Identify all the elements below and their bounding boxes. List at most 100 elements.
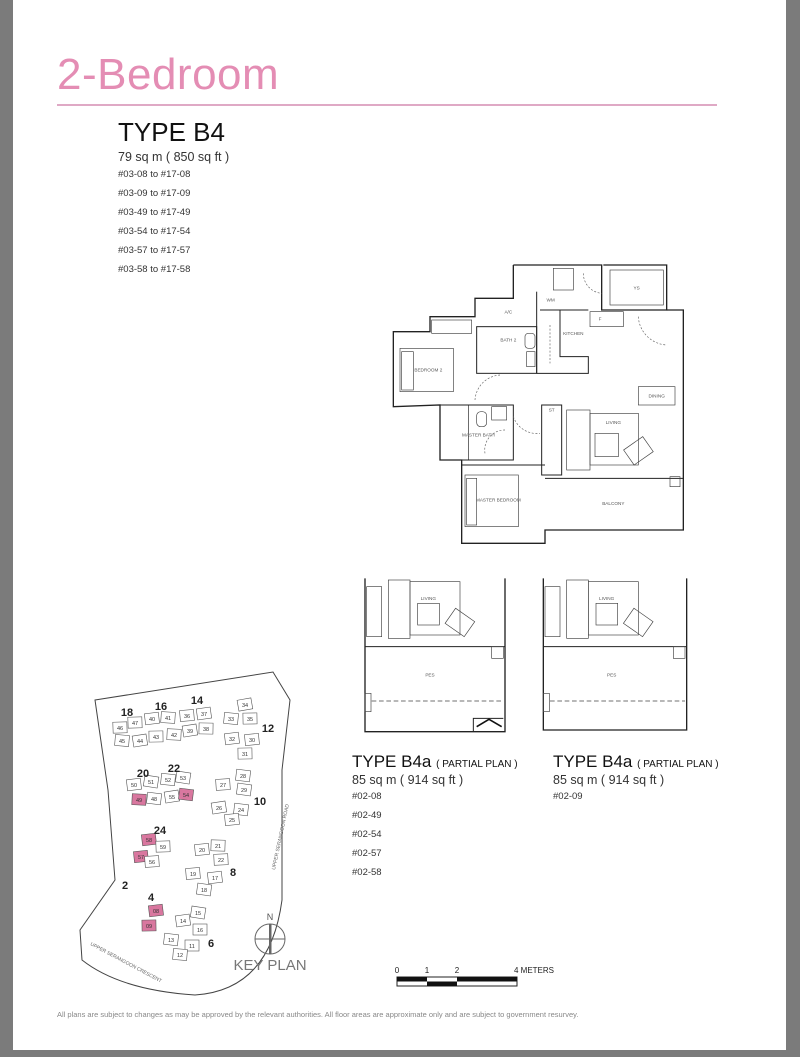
svg-text:26: 26	[216, 806, 222, 812]
svg-text:50: 50	[131, 783, 137, 789]
unit-list: #03-08 to #17-08 #03-09 to #17-09 #03-49…	[118, 165, 190, 279]
svg-text:12: 12	[177, 953, 183, 959]
svg-text:48: 48	[151, 797, 157, 803]
key-plan-title: KEY PLAN	[233, 957, 306, 974]
key-plan-unit: 40	[143, 711, 160, 726]
svg-text:58: 58	[146, 838, 152, 844]
key-plan-unit: 29	[236, 782, 253, 797]
key-plan-unit: 35	[242, 712, 258, 725]
key-plan-unit: 51	[142, 774, 160, 789]
key-plan-unit: 16	[192, 923, 208, 936]
svg-text:22: 22	[218, 858, 224, 864]
site-boundary	[79, 671, 291, 996]
key-plan-unit: 24	[233, 802, 250, 817]
svg-text:45: 45	[119, 739, 125, 745]
key-plan-unit: 14	[174, 913, 191, 928]
svg-text:38: 38	[203, 727, 209, 733]
key-plan-unit: 19	[185, 867, 201, 880]
key-plan-unit: 20	[194, 842, 210, 857]
unit-area: 79 sq m ( 850 sq ft )	[118, 150, 230, 164]
unit-type-title: TYPE B4	[118, 117, 225, 147]
partial-type-title: TYPE B4a	[352, 752, 432, 771]
room-label: A/C	[504, 309, 512, 314]
key-plan-unit: 18	[196, 882, 213, 897]
room-label: ST	[549, 408, 555, 413]
scale-tick: 0	[395, 966, 400, 975]
key-plan-unit: 42	[166, 728, 182, 741]
svg-text:24: 24	[238, 808, 244, 814]
room-label: LIVING	[599, 596, 615, 601]
unit-range: #03-57 to #17-57	[118, 245, 191, 256]
key-plan-unit: 34	[236, 697, 254, 712]
svg-text:11: 11	[189, 944, 195, 950]
room-label: F	[599, 317, 602, 322]
room-label: KITCHEN	[563, 331, 583, 336]
svg-text:57: 57	[138, 855, 144, 861]
partial-plan-info-2: TYPE B4a ( PARTIAL PLAN ) 85 sq m ( 914 …	[553, 752, 719, 806]
key-plan-unit: 26	[210, 800, 228, 815]
title-divider	[57, 104, 717, 106]
block-number: 18	[121, 707, 133, 719]
room-label: WM	[547, 298, 555, 303]
key-plan-unit: 28	[235, 768, 252, 783]
key-plan-unit: 12	[172, 948, 188, 961]
block-number: 14	[191, 695, 204, 707]
room-label: LIVING	[421, 596, 437, 601]
scale-tick: 1	[425, 966, 430, 975]
highlighted-unit: 54	[178, 787, 195, 802]
svg-text:09: 09	[146, 924, 152, 930]
key-plan-unit: 53	[174, 770, 192, 785]
svg-text:16: 16	[197, 928, 203, 934]
key-plan-unit: 32	[223, 731, 240, 746]
north-label: N	[267, 912, 274, 922]
key-plan-unit: 46	[112, 721, 128, 734]
key-plan-unit: 47	[127, 716, 143, 729]
unit-number: #02-54	[352, 829, 382, 840]
svg-text:37: 37	[201, 712, 207, 718]
svg-text:56: 56	[149, 860, 155, 866]
svg-text:51: 51	[148, 780, 154, 786]
partial-area: 85 sq m ( 914 sq ft )	[553, 773, 665, 787]
svg-text:42: 42	[171, 733, 177, 739]
key-plan-unit: 37	[195, 706, 212, 721]
room-label: BEDROOM 2	[414, 368, 442, 373]
svg-text:30: 30	[249, 738, 255, 744]
svg-text:29: 29	[241, 788, 247, 794]
key-plan-unit: 52	[160, 772, 176, 787]
svg-text:59: 59	[160, 845, 166, 851]
svg-text:28: 28	[240, 774, 246, 780]
brochure-page	[13, 0, 786, 1050]
scale-tick: 4 METERS	[514, 966, 554, 975]
key-plan-unit: 11	[184, 939, 200, 952]
svg-text:52: 52	[165, 778, 171, 784]
unit-number: #02-57	[352, 848, 382, 859]
partial-type-title: TYPE B4a	[553, 752, 633, 771]
svg-text:19: 19	[190, 872, 196, 878]
highlighted-unit: 58	[140, 832, 157, 847]
key-plan-unit: 25	[224, 812, 240, 827]
key-plan-unit: 38	[198, 722, 214, 735]
svg-text:46: 46	[117, 726, 123, 732]
key-plan-unit: 21	[210, 839, 226, 852]
partial-plan-b4a-1: LIVING PES	[364, 578, 506, 733]
room-label: PES	[425, 673, 434, 678]
unit-number: #02-58	[352, 867, 382, 878]
svg-text:31: 31	[242, 752, 248, 758]
room-label: YS	[634, 285, 640, 290]
room-label: DINING	[649, 393, 666, 398]
svg-text:25: 25	[229, 818, 235, 824]
svg-text:55: 55	[169, 795, 175, 801]
room-label: LIVING	[606, 420, 622, 425]
unit-range: #03-54 to #17-54	[118, 226, 191, 237]
svg-text:41: 41	[165, 716, 171, 722]
scale-tick: 2	[455, 966, 460, 975]
key-plan-unit: 33	[223, 711, 239, 726]
svg-text:53: 53	[180, 776, 186, 782]
block-number: 2	[122, 880, 128, 892]
unit-range: #03-58 to #17-58	[118, 264, 191, 275]
svg-text:33: 33	[228, 717, 234, 723]
highlighted-unit: 09	[141, 919, 157, 932]
svg-text:40: 40	[149, 717, 155, 723]
key-plan-unit: 50	[125, 777, 142, 792]
partial-area: 85 sq m ( 914 sq ft )	[352, 773, 464, 787]
